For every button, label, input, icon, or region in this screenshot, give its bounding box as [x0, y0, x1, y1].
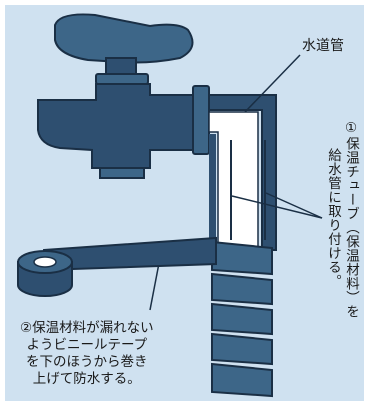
label-tape-line1: ②保温材料が漏れない	[20, 320, 154, 336]
faucet-handle	[54, 13, 194, 85]
faucet-body	[37, 83, 210, 179]
diagram-background	[5, 5, 364, 401]
label-water-pipe: 水道管	[302, 38, 344, 54]
label-insulation-tube-line1: ①保温チューブ（保温材料）を	[343, 120, 359, 319]
label-vinyl-tape: ②保温材料が漏れない ようビニールテープ を下のほうから巻き 上げて防水する。	[20, 320, 154, 388]
label-tape-line3: を下のほうから巻き	[26, 354, 148, 370]
leader-lines	[149, 54, 323, 311]
label-tape-line4: 上げて防水する。	[32, 371, 141, 387]
label-tape-line2: ようビニールテープ	[26, 337, 148, 353]
label-insulation-tube-line2: 給水管に取り付ける。	[325, 148, 341, 288]
tape-bands	[211, 240, 273, 398]
water-pipe	[208, 94, 277, 251]
tape-roll	[17, 250, 73, 297]
